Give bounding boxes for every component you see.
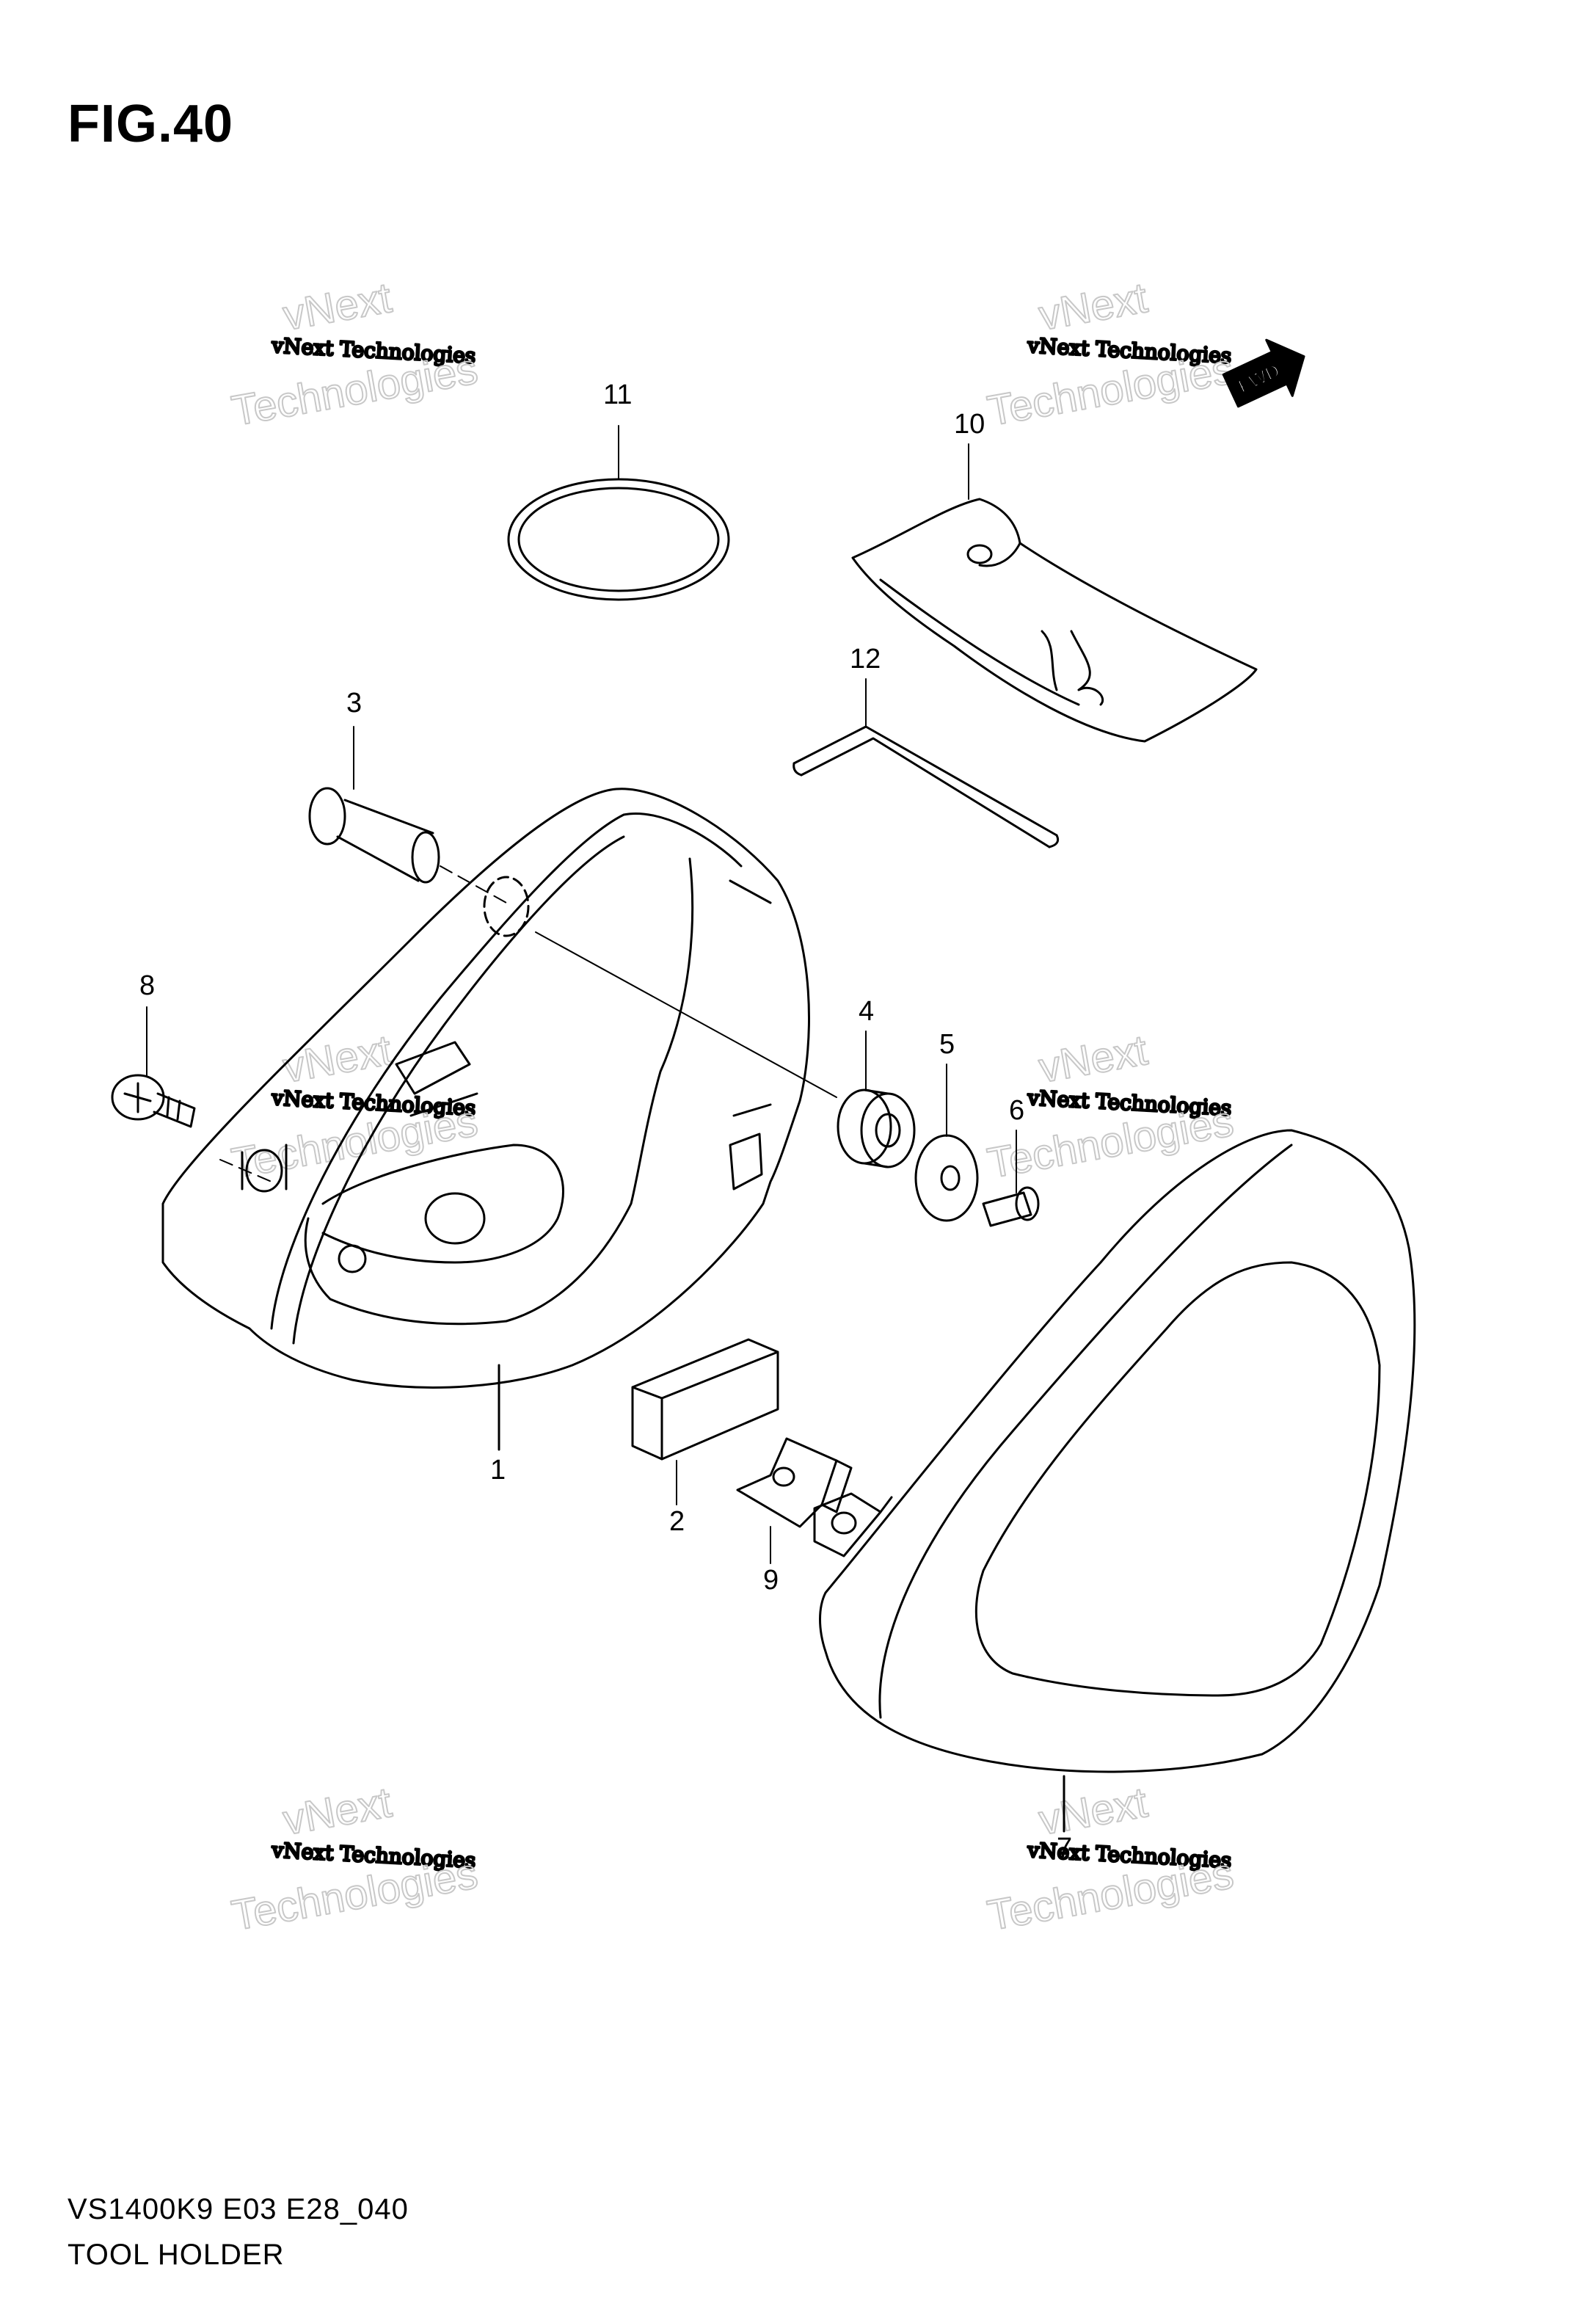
watermark-text: vNext	[1035, 1778, 1151, 1844]
callout-7: 7	[1057, 1833, 1072, 1864]
figure-title: FIG.40	[68, 95, 234, 153]
part-6-bolt	[982, 1186, 1040, 1227]
callout-10: 10	[954, 409, 985, 440]
watermark-top-left: vNext vNext Technologies Technologies	[227, 273, 482, 436]
callout-5: 5	[939, 1029, 955, 1060]
callout-9: 9	[763, 1565, 779, 1596]
part-12-hex-key	[792, 725, 1060, 848]
leader-lines	[146, 425, 1017, 1564]
diagram-title: TOOL HOLDER	[68, 2239, 285, 2271]
part-9-clip-nut	[736, 1437, 853, 1528]
callout-8: 8	[139, 970, 155, 1001]
callout-3: 3	[346, 688, 362, 719]
watermark-mid-left: vNext vNext Technologies Technologies	[227, 1025, 482, 1188]
watermark-bottom-left: vNext vNext Technologies Technologies	[227, 1778, 482, 1941]
watermark-text: vNext	[280, 274, 395, 340]
watermark-bottom-right: vNext vNext Technologies Technologies	[983, 1778, 1238, 1941]
diagram-code: VS1400K9 E03 E28_040	[68, 2193, 409, 2225]
part-11-band	[507, 478, 730, 601]
callout-1: 1	[490, 1455, 506, 1486]
part-7-cover	[813, 1129, 1416, 1833]
part-2-rubber-block	[631, 1338, 779, 1461]
part-10-tool-bag	[851, 498, 1258, 743]
callout-4: 4	[859, 996, 874, 1027]
watermark-text: vNext	[1035, 1026, 1151, 1092]
watermark-text: vNext	[1035, 274, 1151, 340]
part-4-grommet	[837, 1088, 916, 1168]
watermark-text: vNext	[280, 1778, 395, 1844]
callout-2: 2	[669, 1506, 685, 1537]
callout-12: 12	[850, 644, 881, 675]
callout-6: 6	[1009, 1095, 1024, 1126]
callouts: 11 10 12 3 8 4 5 6 1 2 9 7	[139, 379, 1072, 1864]
part-5-washer	[914, 1134, 979, 1222]
part-8-screw	[111, 1074, 196, 1128]
fwd-arrow-icon: FWD	[1222, 338, 1305, 408]
part-1-tool-holder-case	[161, 788, 810, 1451]
part-3-pin	[308, 787, 440, 884]
callout-11: 11	[603, 379, 632, 410]
watermark-top-right: vNext vNext Technologies Technologies	[983, 273, 1238, 436]
